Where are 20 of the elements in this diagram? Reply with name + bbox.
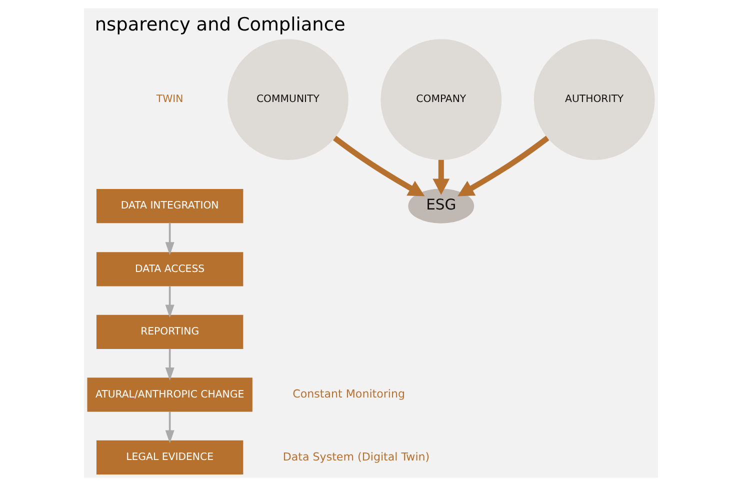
node-circle: COMPANY [380, 39, 502, 160]
node-box: DATA INTEGRATION [96, 189, 243, 224]
node-box: DATA ACCESS [96, 252, 243, 286]
node-box: REPORTING [96, 314, 243, 350]
arrow [457, 136, 549, 196]
node-box: ATURAL/ANTHROPIC CHANGE [86, 378, 252, 412]
node-circle: COMMUNITY [227, 39, 348, 160]
node-label: Constant Monitoring [292, 388, 405, 401]
arrow [164, 348, 174, 380]
diagram-title: nsparency and Compliance [94, 14, 345, 36]
arrow [432, 160, 450, 195]
node-label: Data System (Digital Twin) [282, 450, 430, 464]
arrow [164, 286, 174, 318]
label: TWIN [156, 94, 183, 106]
node-circle: AUTHORITY [533, 39, 654, 160]
arrow [164, 222, 174, 256]
arrow [332, 136, 424, 196]
node-box: LEGAL EVIDENCE [96, 440, 243, 475]
arrow [164, 412, 174, 444]
node-ellipse: ESG [408, 188, 474, 224]
